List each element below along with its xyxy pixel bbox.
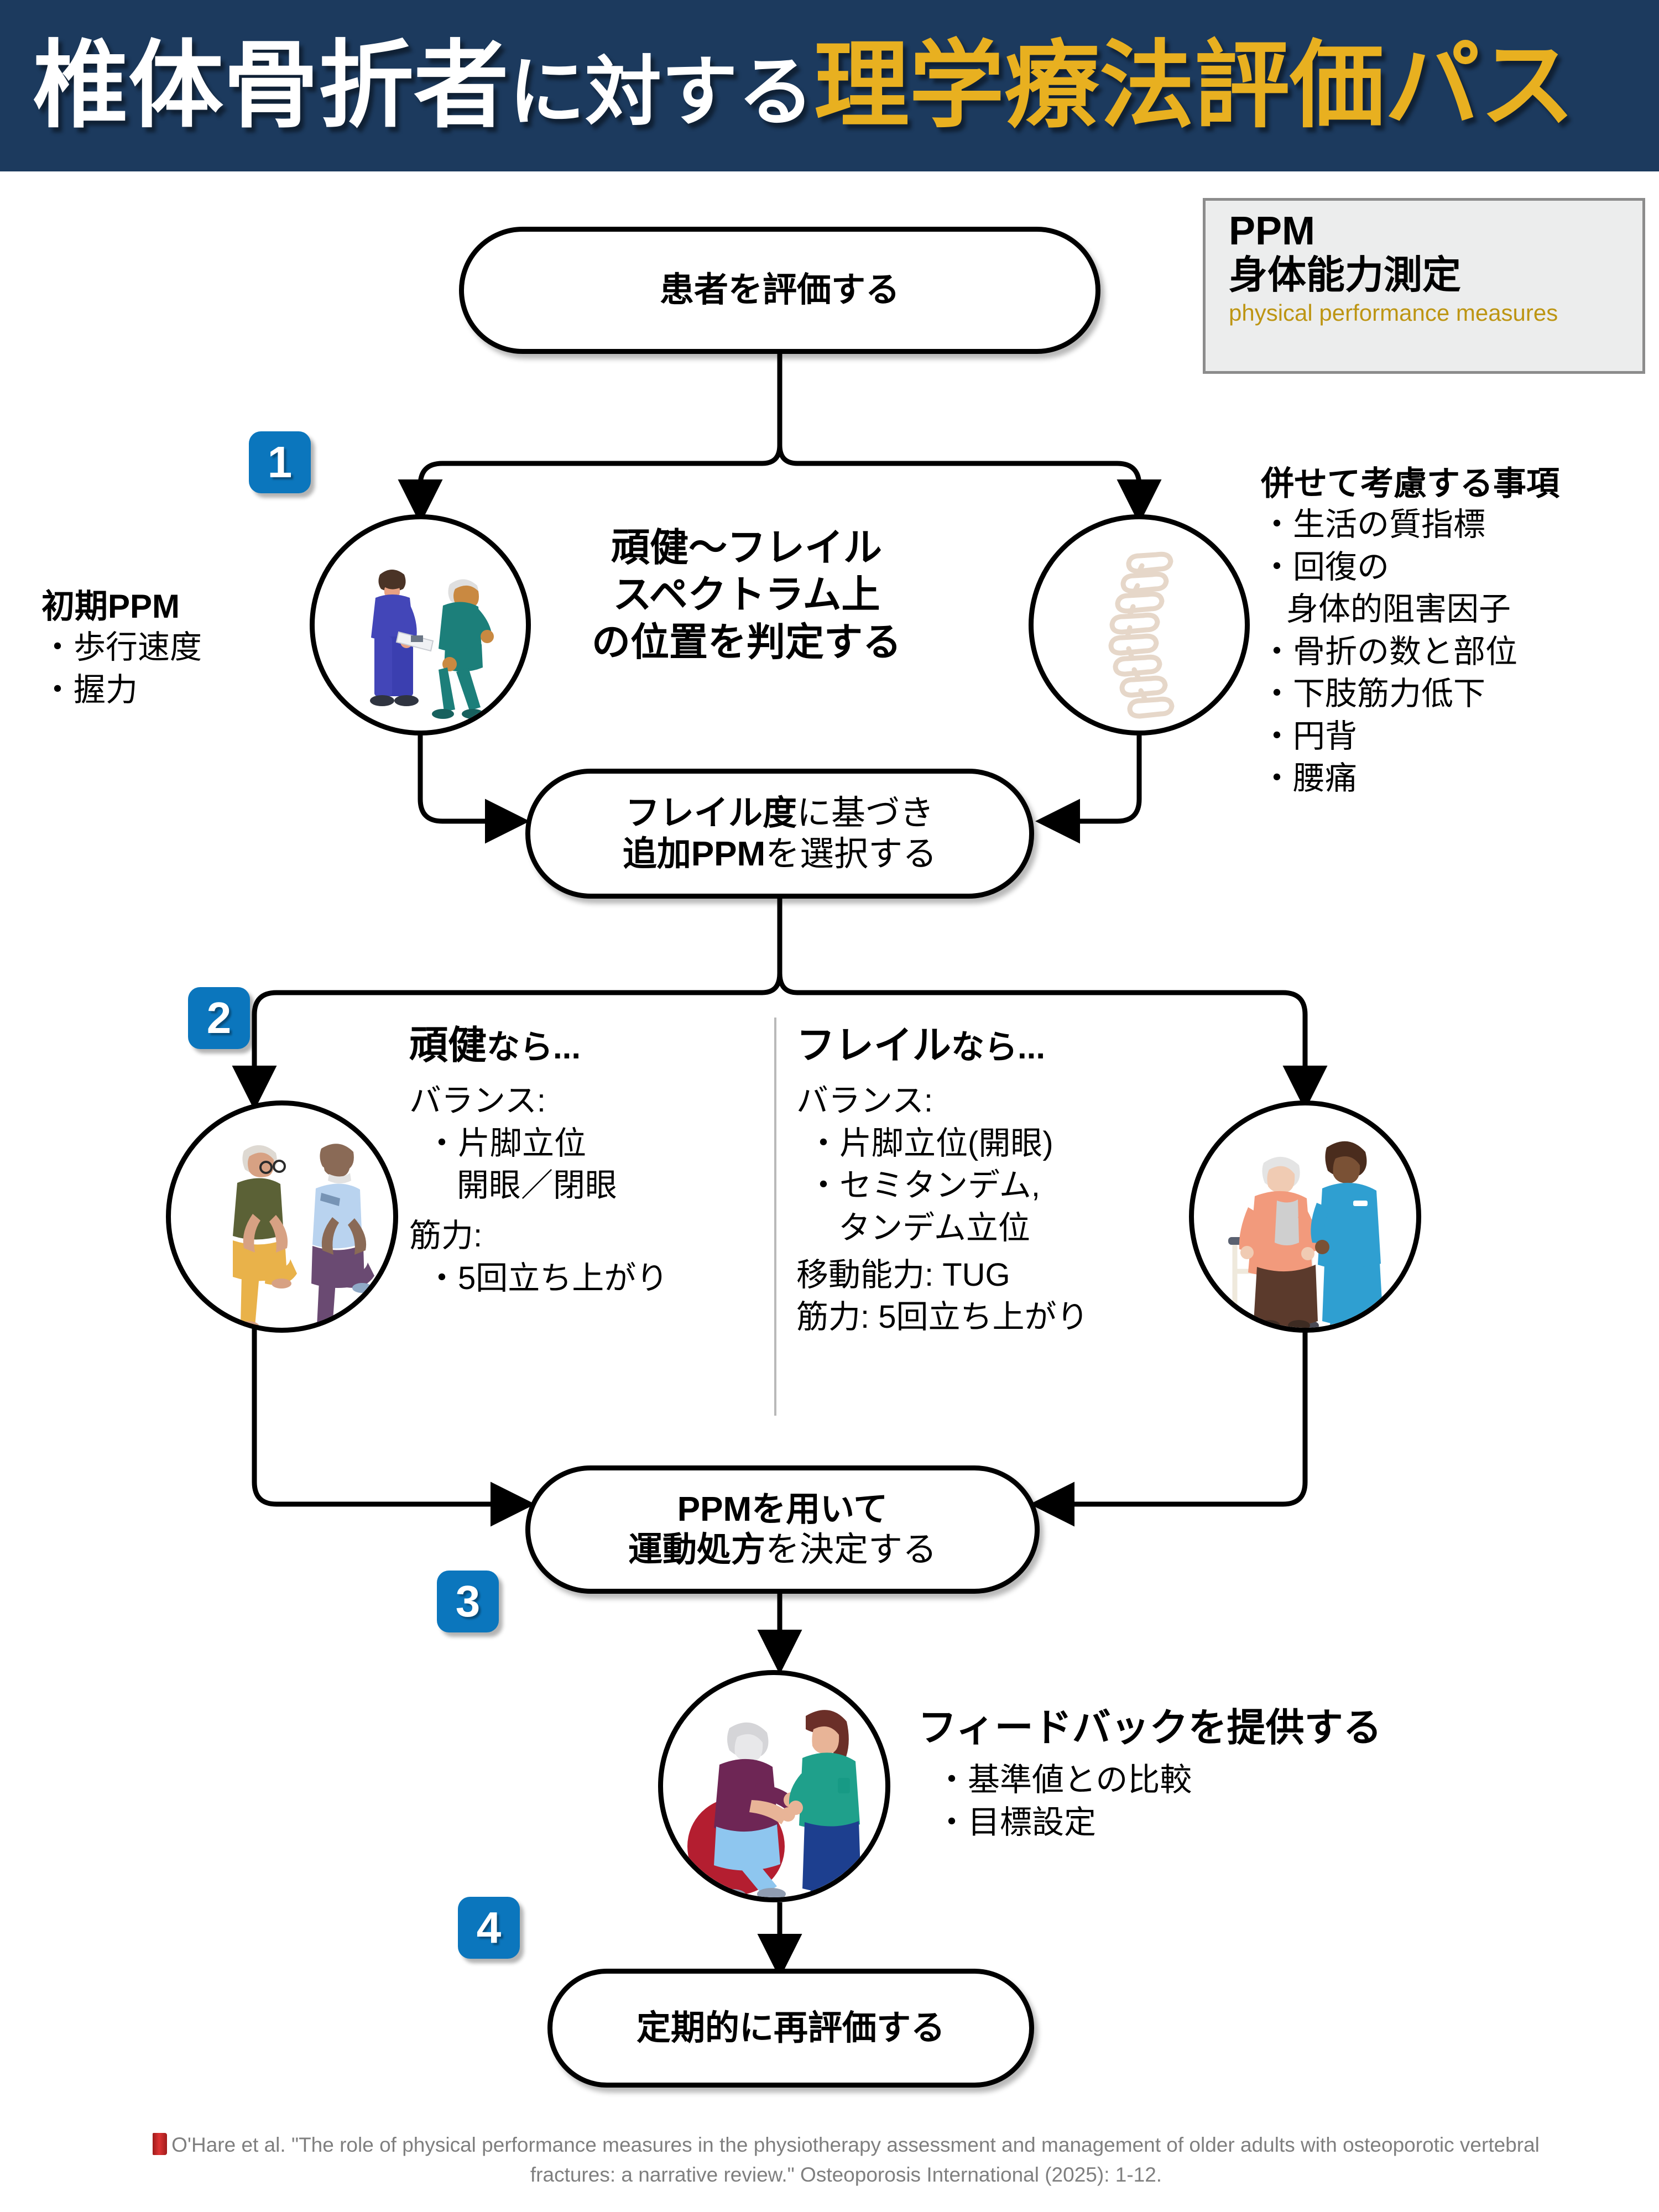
step-badge-1-label: 1 — [267, 437, 293, 487]
illustration-gait-assessment — [310, 514, 531, 735]
determine-line-3-bold: の位置 — [592, 620, 708, 664]
node-reassess-periodically[interactable]: 定期的に再評価する — [547, 1969, 1034, 2088]
step-badge-4: 4 — [458, 1897, 520, 1959]
title-part-white-small: に対する — [509, 50, 815, 135]
initial-ppm-block: 初期PPM ・歩行速度 ・握力 — [41, 586, 307, 711]
initial-ppm-item-1: ・握力 — [41, 671, 138, 708]
illustration-single-leg-stance — [166, 1100, 398, 1333]
prescribe-line-1: PPMを用いて — [677, 1490, 888, 1528]
frail-balance-item-0: ・片脚立位(開眼) — [807, 1125, 1053, 1161]
frail-mobility-line: 移動能力: TUG — [796, 1256, 1010, 1293]
frail-balance-item-1: ・セミタンデム, — [807, 1167, 1040, 1204]
frail-column: フレイルなら... バランス: ・片脚立位(開眼) ・セミタンデム, タンデム立… — [796, 1022, 1150, 1339]
node-prescribe-exercise-label: PPMを用いて 運動処方を決定する — [628, 1489, 937, 1570]
robust-heading: 頑健なら... — [409, 1024, 581, 1067]
single-leg-stance-figure — [233, 1144, 374, 1328]
initial-ppm-heading: 初期PPM — [41, 588, 180, 625]
ppm-abbreviation: PPM — [1229, 209, 1316, 253]
illustration-vertebral-spine — [1029, 514, 1250, 735]
consideration-item-3: ・下肢筋力低下 — [1261, 676, 1486, 712]
frail-strength-line: 筋力: 5回立ち上がり — [796, 1299, 1089, 1335]
node-select-additional-ppm[interactable]: フレイル度に基づき 追加PPMを選択する — [525, 769, 1034, 899]
book-icon — [153, 2133, 168, 2155]
header-banner: 椎体骨折者に対する理学療法評価パス — [0, 0, 1659, 171]
illustration-walker-assistance — [1189, 1100, 1421, 1333]
node-prescribe-exercise[interactable]: PPMを用いて 運動処方を決定する — [525, 1465, 1040, 1594]
consideration-item-0: ・生活の質指標 — [1261, 507, 1486, 543]
node-reassess-periodically-label: 定期的に再評価する — [636, 2008, 945, 2047]
feedback-session-figure — [687, 1710, 870, 1897]
step-badge-3-label: 3 — [455, 1577, 481, 1626]
robust-column: 頑健なら... バランス: ・片脚立位 開眼／閉眼 筋力: ・5回立ち上がり — [409, 1022, 719, 1300]
feedback-block: フィードバックを提供する ・基準値との比較 ・目標設定 — [918, 1704, 1537, 1844]
frail-balance-item-1-cont: タンデム立位 — [838, 1210, 1030, 1246]
considerations-block: 併せて考慮する事項 ・生活の質指標 ・回復の 身体的阻害因子 ・骨折の数と部位 … — [1261, 463, 1659, 800]
prescribe-line-2: 運動処方を決定する — [628, 1531, 937, 1569]
node-assess-patient[interactable]: 患者を評価する — [459, 227, 1100, 354]
node-assess-patient-label: 患者を評価する — [659, 271, 900, 310]
determine-line-2: スペクトラム上 — [613, 573, 880, 617]
step-badge-3: 3 — [437, 1571, 499, 1632]
citation-footer: O'Hare et al. "The role of physical perf… — [138, 2130, 1554, 2189]
frail-balance-label: バランス: — [796, 1083, 933, 1119]
title-part-white: 椎体骨折者 — [33, 33, 509, 139]
robust-strength-item-0: ・5回立ち上がり — [426, 1260, 669, 1296]
illustration-feedback-session — [658, 1670, 890, 1902]
determine-line-3-rest: を判定する — [708, 620, 901, 664]
robust-strength-label: 筋力: — [409, 1218, 483, 1254]
consideration-item-4: ・円背 — [1261, 718, 1358, 754]
step-badge-2: 2 — [188, 987, 250, 1049]
robust-balance-label: バランス: — [409, 1083, 546, 1119]
consideration-item-1-cont: 身体的阻害因子 — [1286, 591, 1511, 628]
step1-determine-text: 頑健～フレイル スペクトラム上 の位置を判定する — [553, 524, 940, 666]
column-divider — [774, 1018, 776, 1416]
initial-ppm-item-0: ・歩行速度 — [41, 629, 202, 666]
determine-line-3: の位置を判定する — [553, 619, 940, 666]
node-select-additional-ppm-label: フレイル度に基づき 追加PPMを選択する — [623, 793, 937, 874]
page-title: 椎体骨折者に対する理学療法評価パス — [0, 38, 1575, 133]
consideration-item-5: ・腰痛 — [1261, 760, 1358, 797]
select-line-1: フレイル度に基づき — [625, 794, 935, 833]
ppm-japanese-label: 身体能力測定 — [1229, 253, 1461, 296]
considerations-heading: 併せて考慮する事項 — [1261, 465, 1559, 502]
select-line-2: 追加PPMを選択する — [622, 834, 937, 873]
walker-assistance-figure — [1226, 1141, 1393, 1328]
ppm-english-label: physical performance measures — [1229, 300, 1558, 326]
step-badge-1: 1 — [249, 431, 311, 493]
title-part-yellow: 理学療法評価パス — [814, 33, 1575, 139]
citation-line-2: adults with osteoporotic vertebral fract… — [530, 2133, 1540, 2186]
determine-line-1: 頑健～フレイル — [611, 526, 882, 569]
robust-balance-item-0-cont: 開眼／閉眼 — [457, 1167, 618, 1204]
robust-balance-item-0: ・片脚立位 — [426, 1125, 587, 1161]
feedback-item-1: ・目標設定 — [936, 1804, 1097, 1840]
frail-heading: フレイルなら... — [796, 1024, 1046, 1067]
ppm-legend-box: PPM 身体能力測定 physical performance measures — [1203, 198, 1645, 374]
step-badge-4-label: 4 — [476, 1903, 502, 1952]
gait-assessment-figure — [370, 570, 494, 719]
citation-line-1: O'Hare et al. "The role of physical perf… — [171, 2133, 1235, 2156]
spine-icon — [1108, 551, 1175, 719]
feedback-item-0: ・基準値との比較 — [936, 1762, 1192, 1798]
consideration-item-1: ・回復の — [1261, 549, 1390, 585]
consideration-item-2: ・骨折の数と部位 — [1261, 633, 1518, 670]
feedback-heading: フィードバックを提供する — [918, 1706, 1382, 1749]
step-badge-2-label: 2 — [206, 993, 232, 1042]
